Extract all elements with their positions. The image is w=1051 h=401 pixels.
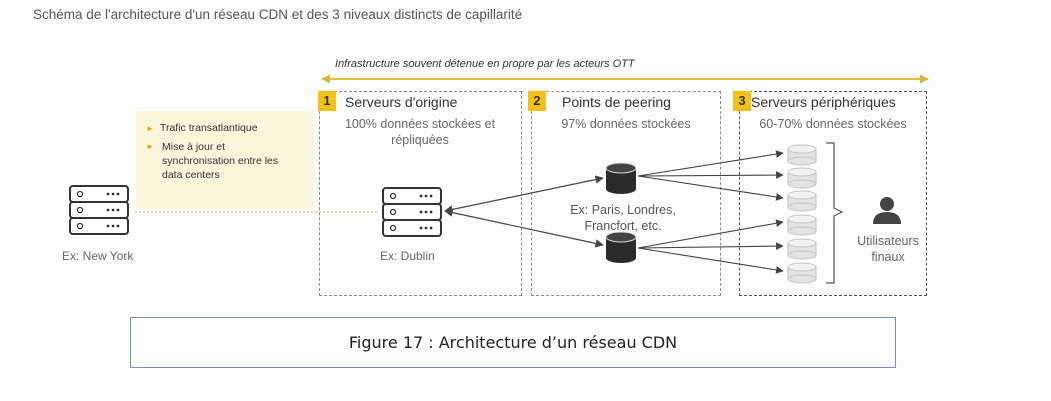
- edge-database-icons: [787, 144, 817, 284]
- step-number-badge-2: 2: [528, 91, 546, 111]
- bullet-text: Trafic transatlantique: [159, 122, 258, 134]
- new-york-caption: Ex: New York: [62, 249, 134, 263]
- origin-to-peering-arrows: [444, 175, 604, 248]
- origin-servers-title: Serveurs d'origine: [345, 94, 458, 110]
- transatlantic-panel: [136, 111, 314, 209]
- origin-servers-subtitle: 100% données stockées et répliquées: [322, 116, 518, 148]
- bullet-arrow-icon: ►: [146, 142, 154, 151]
- bullet-text: Mise à jour et synchronisation entre les…: [162, 141, 279, 181]
- bullet-item-2: ► Mise à jour et synchronisation entre le…: [146, 140, 296, 182]
- server-rack-icon: [382, 187, 442, 237]
- bullet-arrow-icon: ►: [146, 124, 154, 133]
- end-users-label: Utilisateurs finaux: [850, 233, 926, 265]
- database-icon: [605, 231, 637, 263]
- step-number-badge-3: 3: [733, 91, 751, 111]
- database-icon: [605, 162, 637, 194]
- step-number-badge-1: 1: [318, 91, 336, 111]
- database-icon: [787, 144, 817, 166]
- peering-to-edge-arrows: [637, 150, 784, 274]
- server-rack-icon: [69, 185, 129, 235]
- figure-caption: Figure 17 : Architecture d’un réseau CDN: [348, 333, 678, 352]
- infrastructure-label: Infrastructure souvent détenue en propre…: [335, 58, 635, 70]
- page-title: Schéma de l'architecture d'un réseau CDN…: [33, 7, 523, 22]
- user-group-brace: [826, 142, 844, 284]
- user-icon: [873, 197, 901, 224]
- database-icon: [787, 214, 817, 236]
- figure-caption-box: Figure 17 : Architecture d’un réseau CDN: [130, 317, 896, 368]
- users-line: finaux: [871, 250, 905, 264]
- users-line: Utilisateurs: [857, 234, 919, 248]
- edge-servers-box: [739, 91, 927, 296]
- subtitle-line: répliquées: [391, 133, 449, 147]
- database-icon: [787, 167, 817, 189]
- bullet-item-1: ► Trafic transatlantique: [146, 121, 306, 136]
- database-icon: [787, 262, 817, 284]
- edge-servers-subtitle: 60-70% données stockées: [759, 117, 907, 131]
- database-icon: [787, 190, 817, 212]
- database-icon: [787, 238, 817, 260]
- peering-points-title: Points de peering: [562, 94, 671, 110]
- edge-servers-title: Serveurs périphériques: [751, 94, 896, 110]
- subtitle-line: 100% données stockées et: [344, 117, 496, 131]
- peering-points-subtitle: 97% données stockées: [561, 117, 691, 131]
- dublin-caption: Ex: Dublin: [380, 249, 435, 263]
